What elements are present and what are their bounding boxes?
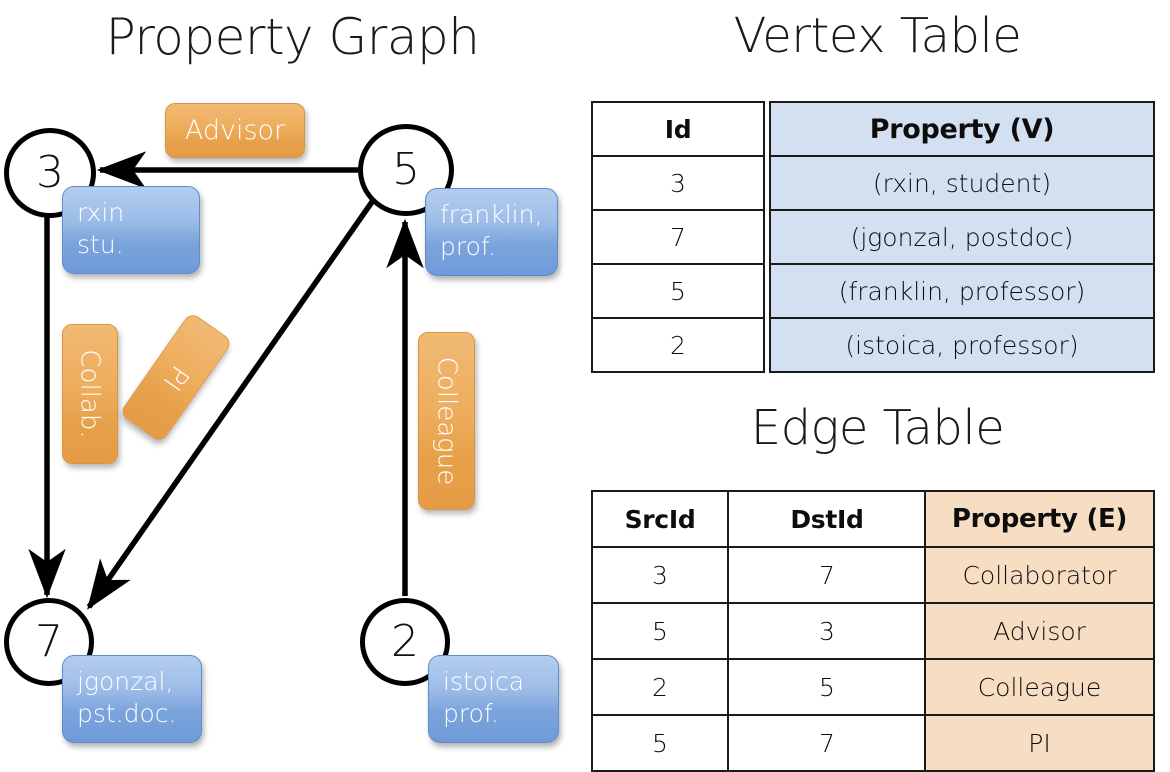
vertex-id-cell: 2 xyxy=(591,317,765,373)
graph-node-3-id: 3 xyxy=(36,147,64,198)
edge-dst-cell: 3 xyxy=(727,602,927,660)
table-row: Collaborator xyxy=(924,546,1155,604)
table-row: (franklin, professor) xyxy=(769,263,1155,319)
graph-edge-arrows xyxy=(28,151,424,610)
vertex-table-id-column: Id 3 7 5 2 xyxy=(591,101,765,373)
edge-table-header-property: Property (E) xyxy=(924,490,1155,548)
edge-table-header-dstid: DstId xyxy=(727,490,927,548)
vertex-table-header-id: Id xyxy=(591,101,765,157)
edge-src-cell: 3 xyxy=(591,546,729,604)
page-title-property-graph: Property Graph xyxy=(105,8,480,66)
edge-property-cell: Collaborator xyxy=(924,546,1155,604)
table-row: 7 xyxy=(591,209,765,265)
table-row: 5 7 xyxy=(591,714,927,772)
vertex-property-cell: (jgonzal, postdoc) xyxy=(769,209,1155,265)
table-header-row: Id xyxy=(591,101,765,157)
table-row: PI xyxy=(924,714,1155,772)
edge-label-collab-text: Collab. xyxy=(75,349,105,439)
vertex-id-cell: 3 xyxy=(591,155,765,211)
edge-src-cell: 2 xyxy=(591,658,729,716)
edge-label-collab: Collab. xyxy=(62,324,118,464)
edge-table-id-columns: SrcId DstId 3 7 5 3 2 5 5 7 xyxy=(591,490,927,772)
table-row: (istoica, professor) xyxy=(769,317,1155,373)
edge-label-pi-text: PI xyxy=(157,359,195,396)
vertex-id-cell: 5 xyxy=(591,263,765,319)
node-property-line-2: stu. xyxy=(77,230,124,259)
table-row: 3 xyxy=(591,155,765,211)
node-property-line-1: jgonzal, xyxy=(77,667,174,696)
edge-property-cell: Advisor xyxy=(924,602,1155,660)
table-row: 3 7 xyxy=(591,546,927,604)
property-graph-diagram: 3 5 7 2 rxin stu. franklin, prof. jgonza… xyxy=(0,0,585,760)
graph-node-5-id: 5 xyxy=(392,144,420,195)
graph-node-2[interactable]: 2 xyxy=(360,598,450,686)
node-property-box-jgonzal: jgonzal, pst.doc. xyxy=(62,655,202,743)
vertex-table-header-property: Property (V) xyxy=(769,101,1155,157)
graph-node-2-id: 2 xyxy=(391,616,419,667)
edge-label-colleague-text: Colleague xyxy=(431,356,462,486)
vertex-table-property-column: Property (V) (rxin, student) (jgonzal, p… xyxy=(769,101,1155,373)
table-row: Colleague xyxy=(924,658,1155,716)
node-property-line-2: pst.doc. xyxy=(77,699,177,728)
node-property-line-1: istoica xyxy=(443,667,525,696)
edge-src-cell: 5 xyxy=(591,714,729,772)
vertex-property-cell: (istoica, professor) xyxy=(769,317,1155,373)
edge-label-advisor: Advisor xyxy=(165,103,305,158)
edge-dst-cell: 7 xyxy=(727,714,927,772)
edge-src-cell: 5 xyxy=(591,602,729,660)
node-property-box-rxin: rxin stu. xyxy=(62,186,200,274)
table-header-row: Property (E) xyxy=(924,490,1155,548)
table-row: 2 xyxy=(591,317,765,373)
page-title-edge-table: Edge Table xyxy=(750,400,1005,456)
node-property-line-2: prof. xyxy=(440,232,496,261)
table-row: (jgonzal, postdoc) xyxy=(769,209,1155,265)
edge-label-colleague: Colleague xyxy=(418,332,475,510)
table-row: Advisor xyxy=(924,602,1155,660)
edge-table-property-column: Property (E) Collaborator Advisor Collea… xyxy=(924,490,1155,772)
vertex-id-cell: 7 xyxy=(591,209,765,265)
node-property-line-1: rxin xyxy=(77,198,125,227)
edge-property-cell: PI xyxy=(924,714,1155,772)
vertex-property-cell: (franklin, professor) xyxy=(769,263,1155,319)
table-row: (rxin, student) xyxy=(769,155,1155,211)
graph-node-5[interactable]: 5 xyxy=(358,124,454,216)
node-property-box-istoica: istoica prof. xyxy=(428,655,559,743)
edge-property-cell: Colleague xyxy=(924,658,1155,716)
table-header-row: Property (V) xyxy=(769,101,1155,157)
edge-dst-cell: 5 xyxy=(727,658,927,716)
node-property-line-1: franklin, xyxy=(440,200,543,229)
page-title-vertex-table: Vertex Table xyxy=(733,8,1022,64)
table-header-row: SrcId DstId xyxy=(591,490,927,548)
graph-node-7-id: 7 xyxy=(35,616,63,667)
node-property-box-franklin: franklin, prof. xyxy=(425,188,558,276)
node-property-line-2: prof. xyxy=(443,699,499,728)
table-row: 2 5 xyxy=(591,658,927,716)
table-row: 5 xyxy=(591,263,765,319)
edge-table-header-srcid: SrcId xyxy=(591,490,729,548)
edge-label-advisor-text: Advisor xyxy=(184,115,286,146)
vertex-property-cell: (rxin, student) xyxy=(769,155,1155,211)
edge-dst-cell: 7 xyxy=(727,546,927,604)
table-row: 5 3 xyxy=(591,602,927,660)
edge-arrow-pi xyxy=(86,197,377,610)
